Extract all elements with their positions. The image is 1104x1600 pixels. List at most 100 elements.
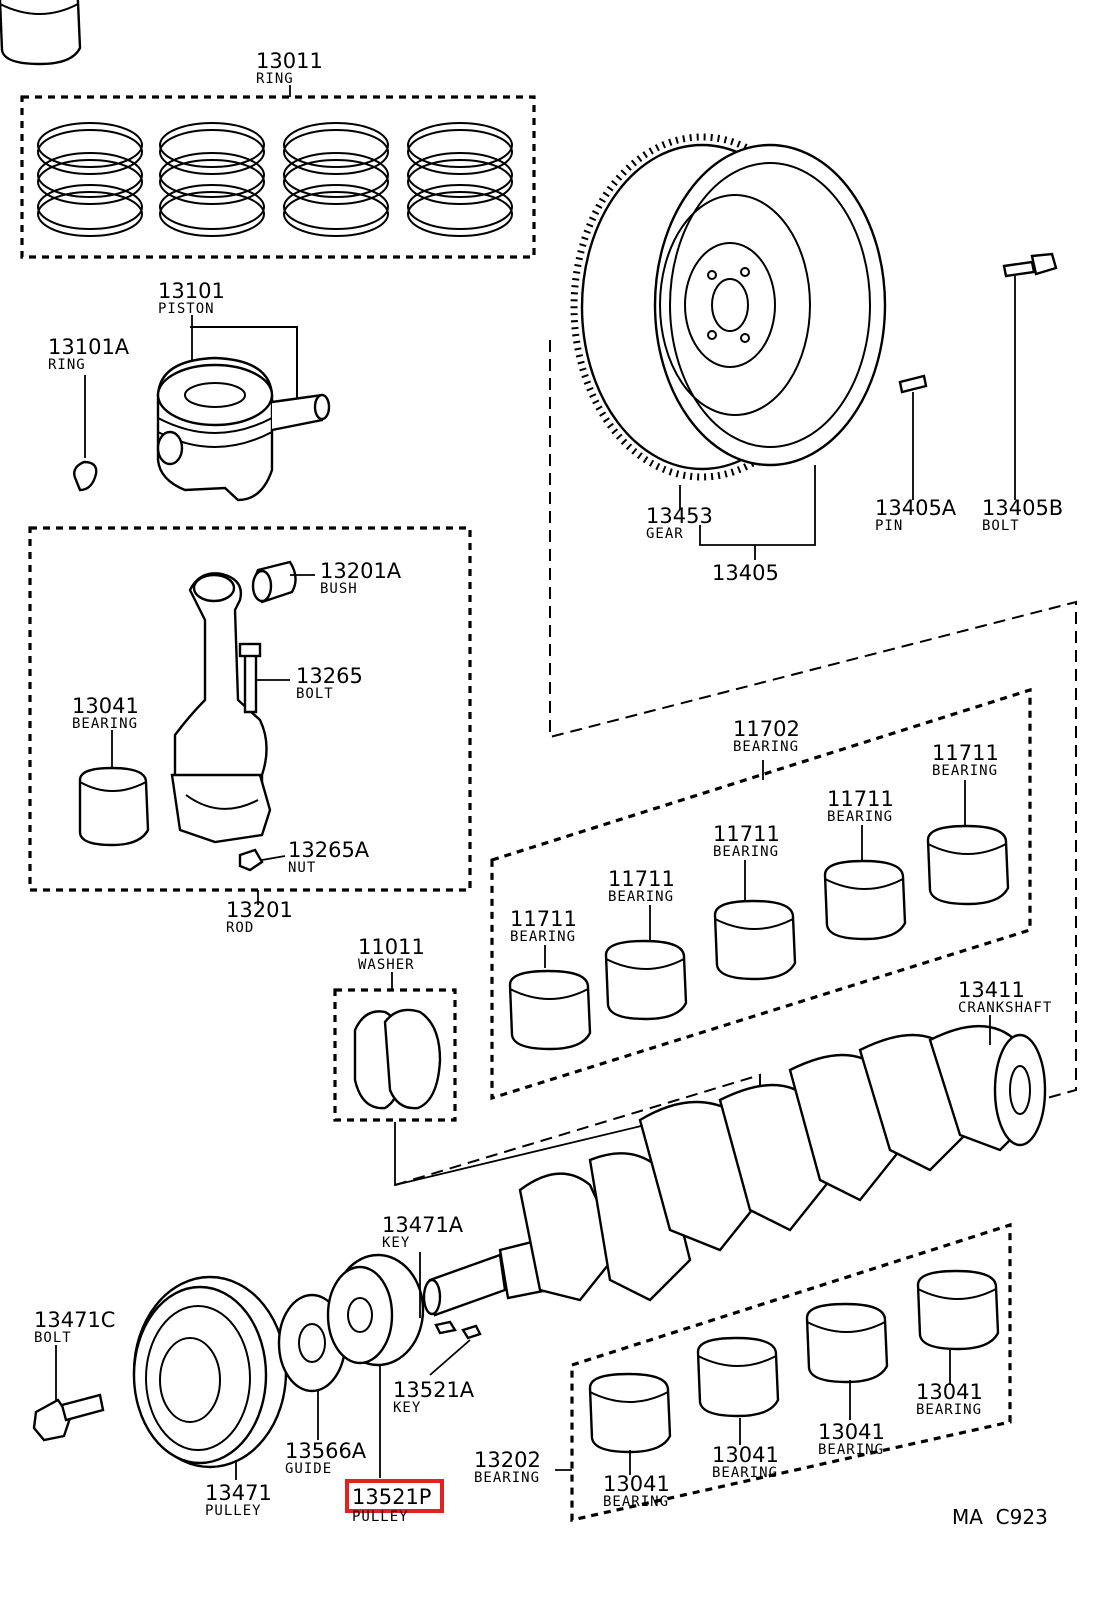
svg-text:BOLT: BOLT (296, 686, 334, 702)
svg-text:13101A: 13101A (48, 335, 130, 359)
label-13405a-pin: 13405A PIN (875, 496, 957, 534)
label-13041-bearing-2: 13041 BEARING (712, 1443, 779, 1481)
svg-text:WASHER: WASHER (358, 957, 415, 973)
label-13521p-pulley-highlighted[interactable]: 13521P PULLEY (345, 1479, 444, 1525)
svg-text:BOLT: BOLT (34, 1330, 72, 1346)
svg-text:13041: 13041 (603, 1472, 670, 1496)
main-bearings-lower-drawing (555, 1222, 1012, 1522)
crank-link-line (394, 1073, 761, 1186)
label-13041-bearing-4: 13041 BEARING (916, 1380, 983, 1418)
flywheel-link-line (549, 340, 1077, 1101)
svg-text:13202: 13202 (474, 1448, 541, 1472)
svg-text:BUSH: BUSH (320, 581, 358, 597)
front-pulley-stack-drawing (32, 1252, 482, 1480)
label-13041-bearing-rod: 13041 BEARING (72, 694, 139, 768)
svg-text:13453: 13453 (646, 504, 713, 528)
svg-text:PULLEY: PULLEY (352, 1509, 409, 1525)
svg-text:13041: 13041 (712, 1443, 779, 1467)
flywheel-drawing (570, 133, 887, 560)
svg-text:11702: 11702 (733, 717, 800, 741)
svg-text:BEARING: BEARING (474, 1470, 540, 1486)
label-13041-bearing-1: 13041 BEARING (603, 1472, 670, 1510)
label-13453-gear: 13453 GEAR (646, 504, 713, 542)
svg-text:13201: 13201 (226, 898, 293, 922)
svg-text:RING: RING (48, 357, 86, 373)
svg-text:13265A: 13265A (288, 838, 370, 862)
svg-text:ROD: ROD (226, 920, 254, 936)
flywheel-pin-and-bolt-drawing (898, 252, 1058, 500)
label-13405: 13405 (712, 561, 779, 585)
label-11711-bearing-5: 11711 BEARING (932, 741, 999, 779)
svg-text:11711: 11711 (932, 741, 999, 765)
label-13521a-key: 13521A KEY (393, 1378, 475, 1416)
label-11711-bearing-4: 11711 BEARING (827, 787, 894, 825)
label-13201-rod: 13201 ROD (226, 898, 293, 936)
svg-text:13201A: 13201A (320, 559, 402, 583)
svg-text:BEARING: BEARING (932, 763, 998, 779)
svg-text:13101: 13101 (158, 279, 225, 303)
label-13265a-nut: 13265A NUT (261, 838, 370, 876)
label-13101-piston: 13101 PISTON (158, 279, 225, 360)
crankshaft-drawing (422, 1015, 1047, 1317)
svg-text:11711: 11711 (608, 867, 675, 891)
svg-text:13041: 13041 (818, 1420, 885, 1444)
label-13405b-bolt: 13405B BOLT (982, 496, 1063, 534)
svg-text:13041: 13041 (72, 694, 139, 718)
label-13201a-bush: 13201A BUSH (320, 559, 402, 597)
svg-text:13521A: 13521A (393, 1378, 475, 1402)
label-13101a-ring: 13101A RING (48, 335, 130, 373)
svg-text:PIN: PIN (875, 518, 903, 534)
label-13041-bearing-3: 13041 BEARING (818, 1420, 885, 1458)
svg-text:BEARING: BEARING (713, 844, 779, 860)
svg-text:13471A: 13471A (382, 1213, 464, 1237)
diagram-code: MA C923 (952, 1505, 1048, 1529)
svg-text:BEARING: BEARING (510, 929, 576, 945)
svg-text:BOLT: BOLT (982, 518, 1020, 534)
svg-text:BEARING: BEARING (733, 739, 799, 755)
svg-text:KEY: KEY (382, 1235, 410, 1251)
label-11711-bearing-3: 11711 BEARING (713, 822, 780, 860)
svg-text:CRANKSHAFT: CRANKSHAFT (958, 1000, 1052, 1016)
svg-text:BEARING: BEARING (916, 1402, 982, 1418)
svg-text:KEY: KEY (393, 1400, 421, 1416)
svg-text:BEARING: BEARING (608, 889, 674, 905)
svg-text:BEARING: BEARING (72, 716, 138, 732)
svg-text:BEARING: BEARING (603, 1494, 669, 1510)
svg-text:BEARING: BEARING (712, 1465, 778, 1481)
svg-text:13405B: 13405B (982, 496, 1063, 520)
svg-text:PULLEY: PULLEY (205, 1503, 262, 1519)
svg-text:13566A: 13566A (285, 1439, 367, 1463)
svg-text:11711: 11711 (827, 787, 894, 811)
label-13411-crankshaft: 13411 CRANKSHAFT (958, 978, 1052, 1016)
svg-text:11711: 11711 (713, 822, 780, 846)
svg-text:13471: 13471 (205, 1481, 272, 1505)
piston-rings-drawing (20, 95, 536, 259)
label-11711-bearing-2: 11711 BEARING (608, 867, 675, 905)
label-13471-pulley: 13471 PULLEY (205, 1481, 272, 1519)
connecting-rod-drawing (28, 526, 472, 905)
svg-text:RING: RING (256, 71, 294, 87)
label-11011-washer: 11011 WASHER (358, 935, 425, 990)
svg-text:PISTON: PISTON (158, 301, 215, 317)
label-13265-bolt: 13265 BOLT (296, 664, 363, 702)
svg-text:GEAR: GEAR (646, 526, 684, 542)
main-bearings-upper-drawing (0, 0, 1032, 1101)
svg-text:11711: 11711 (510, 907, 577, 931)
label-13202-bearing: 13202 BEARING (474, 1448, 541, 1486)
svg-text:NUT: NUT (288, 860, 316, 876)
svg-text:13265: 13265 (296, 664, 363, 688)
label-13011: 13011 RING (256, 49, 323, 97)
svg-text:BEARING: BEARING (818, 1442, 884, 1458)
piston-drawing (73, 326, 331, 502)
label-13471a-key: 13471A KEY (382, 1213, 464, 1251)
label-11702-bearing: 11702 BEARING (733, 717, 800, 755)
label-13471c-bolt: 13471C BOLT (34, 1308, 115, 1346)
svg-text:13521P: 13521P (352, 1485, 431, 1509)
svg-text:11011: 11011 (358, 935, 425, 959)
svg-text:13041: 13041 (916, 1380, 983, 1404)
svg-text:13411: 13411 (958, 978, 1025, 1002)
svg-text:13405: 13405 (712, 561, 779, 585)
svg-text:BEARING: BEARING (827, 809, 893, 825)
svg-text:13011: 13011 (256, 49, 323, 73)
